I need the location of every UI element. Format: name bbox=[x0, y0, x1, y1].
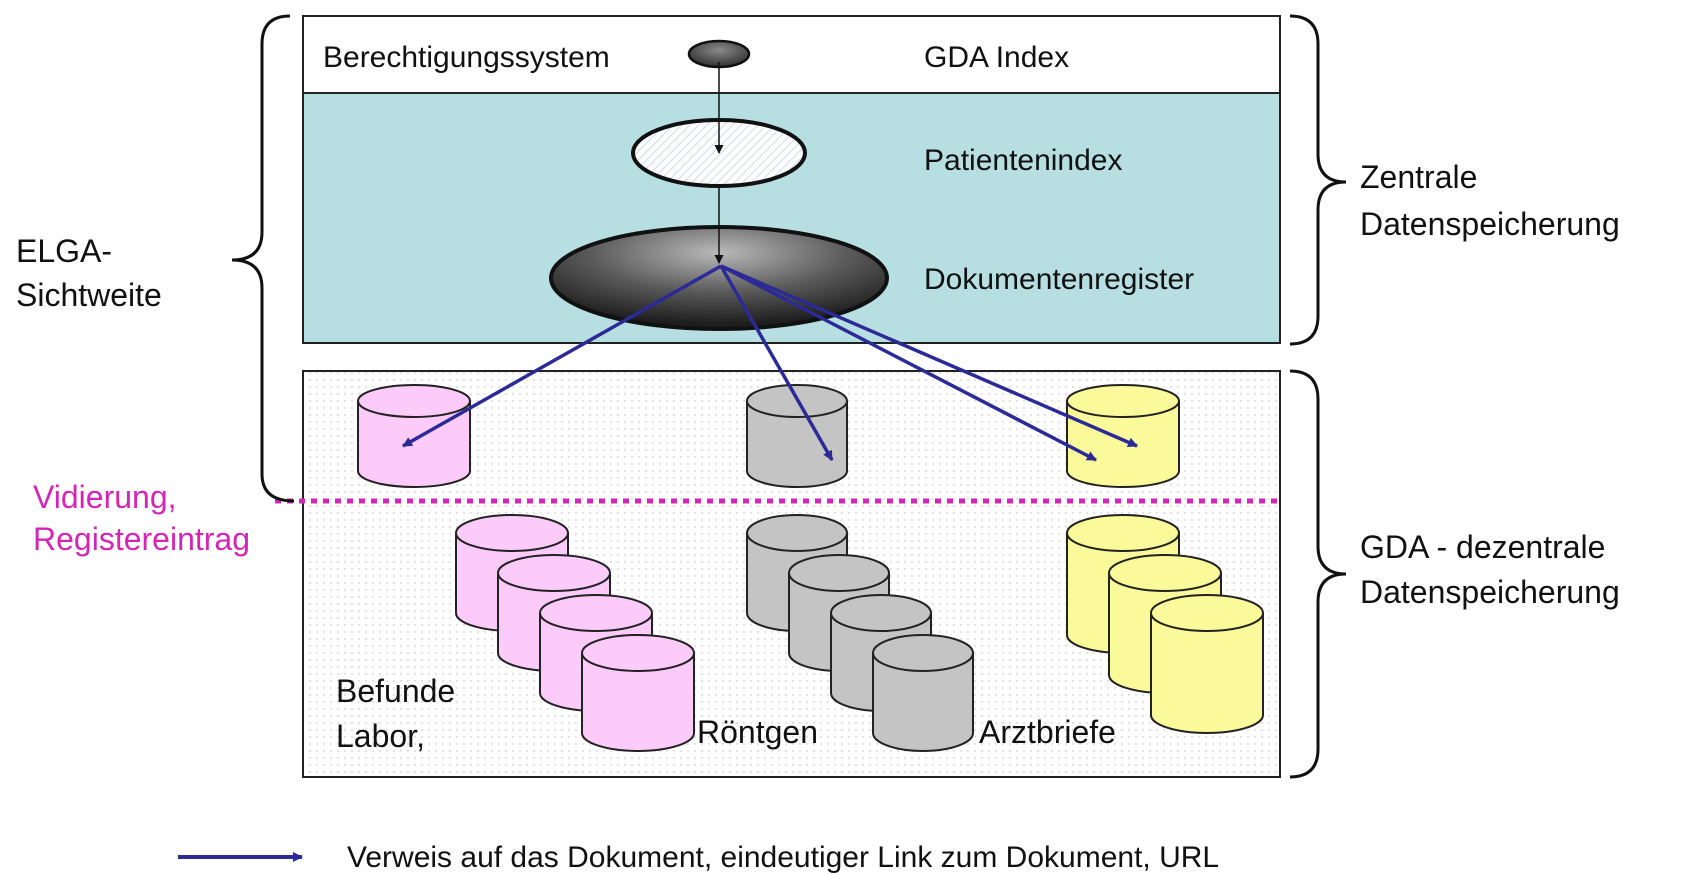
authorization-system-label: Berechtigungssystem bbox=[323, 41, 610, 74]
legend-text: Verweis auf das Dokument, eindeutiger Li… bbox=[347, 841, 1219, 874]
decentral-storage-brace bbox=[1289, 369, 1347, 779]
elga-scope-label-line1: ELGA- bbox=[16, 233, 112, 269]
elga-scope-label-line2: Sichtweite bbox=[16, 277, 162, 313]
letters-repository-stack bbox=[1066, 514, 1264, 734]
db-cylinder-icon bbox=[581, 634, 695, 752]
gda-index-row bbox=[302, 15, 1281, 94]
db-cylinder-icon bbox=[872, 634, 974, 752]
letters-label: Arztbriefe bbox=[979, 714, 1116, 750]
xray-label: Röntgen bbox=[697, 714, 818, 750]
patient-index-label: Patientenindex bbox=[924, 144, 1123, 177]
gda-index-label: GDA Index bbox=[924, 41, 1069, 74]
findings-repository-stack bbox=[455, 514, 695, 752]
findings-label-line1: Befunde bbox=[336, 673, 455, 709]
document-reference-arrows bbox=[402, 264, 1138, 462]
central-storage-label-line2: Datenspeicherung bbox=[1360, 206, 1620, 242]
reference-arrow-xray bbox=[719, 265, 834, 461]
validation-label-line2: Registereintrag bbox=[33, 521, 250, 557]
validation-label-line1: Vidierung, bbox=[33, 479, 177, 515]
reference-arrow-letters-2 bbox=[720, 264, 1138, 448]
findings-label-line2: Labor, bbox=[336, 718, 425, 754]
document-register-label: Dokumentenregister bbox=[924, 263, 1194, 296]
decentral-storage-label-line2: Datenspeicherung bbox=[1360, 574, 1620, 610]
db-cylinder-icon bbox=[1150, 594, 1264, 734]
reference-arrow-findings bbox=[402, 264, 722, 448]
legend: Verweis auf das Dokument, eindeutiger Li… bbox=[178, 841, 1219, 874]
letters-db-cylinder-icon bbox=[1066, 384, 1180, 488]
findings-db-cylinder-icon bbox=[357, 384, 471, 488]
decentral-storage-label-line1: GDA - dezentrale bbox=[1360, 529, 1605, 565]
xray-repository-stack bbox=[746, 514, 974, 752]
elga-scope-brace bbox=[231, 14, 295, 503]
central-storage-brace bbox=[1289, 14, 1347, 346]
reference-arrow-letters-1 bbox=[720, 264, 1097, 462]
central-storage-label-line1: Zentrale bbox=[1360, 159, 1477, 195]
